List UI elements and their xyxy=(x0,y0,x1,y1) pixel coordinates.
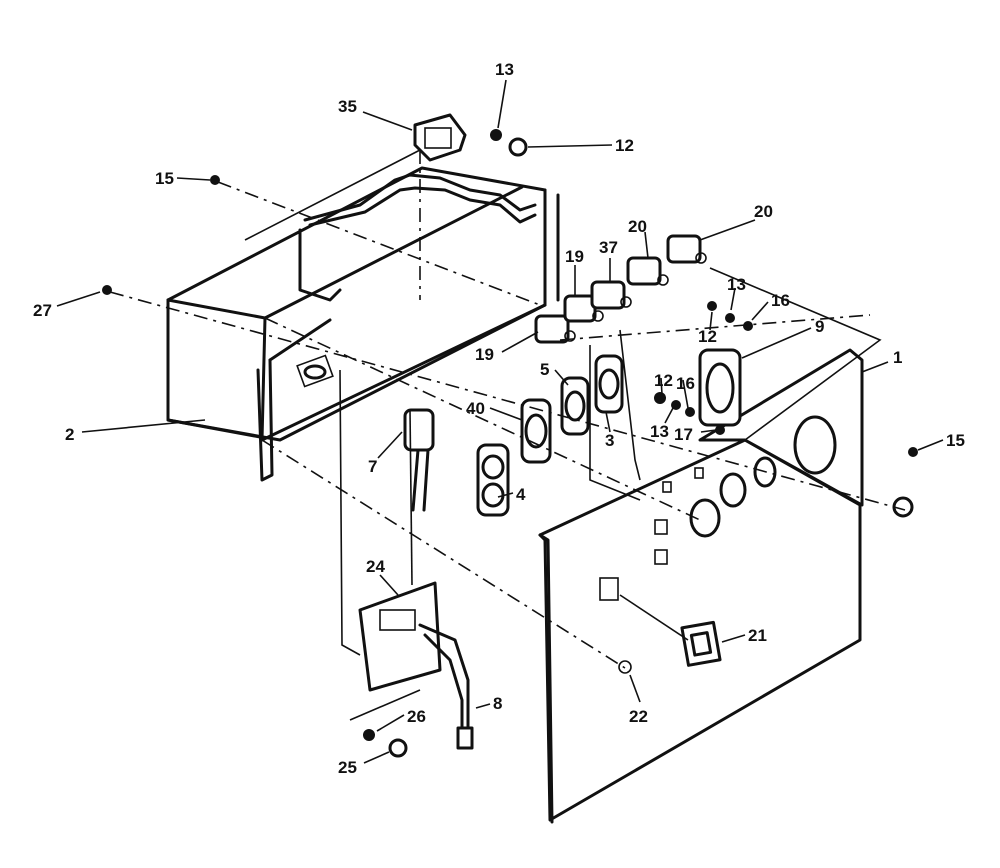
callout-19: 19 xyxy=(565,247,584,266)
callout-16: 16 xyxy=(771,291,790,310)
callout-17: 17 xyxy=(674,425,693,444)
callout-labels: 13 12 35 15 27 2 1 15 9 16 13 12 16 12 1… xyxy=(33,60,965,777)
leader-lines xyxy=(56,79,944,764)
cord-assembly xyxy=(358,408,474,750)
callout-15: 15 xyxy=(155,169,174,188)
receptacles xyxy=(476,348,742,517)
callout-13: 13 xyxy=(495,60,514,79)
hardware xyxy=(102,129,918,758)
part-35-module xyxy=(413,113,467,162)
callout-37: 37 xyxy=(599,238,618,257)
callout-12: 12 xyxy=(615,136,634,155)
callout-4: 4 xyxy=(516,485,526,504)
callout-19: 19 xyxy=(475,345,494,364)
callout-21: 21 xyxy=(748,626,767,645)
callout-26: 26 xyxy=(407,707,426,726)
callout-12: 12 xyxy=(698,327,717,346)
callout-3: 3 xyxy=(605,431,614,450)
callout-16: 16 xyxy=(676,374,695,393)
connectors xyxy=(534,234,707,344)
callout-2: 2 xyxy=(65,425,74,444)
callout-8: 8 xyxy=(493,694,502,713)
callout-15: 15 xyxy=(946,431,965,450)
callout-20: 20 xyxy=(754,202,773,221)
callout-12: 12 xyxy=(654,371,673,390)
callout-40: 40 xyxy=(466,399,485,418)
callout-7: 7 xyxy=(368,457,377,476)
callout-1: 1 xyxy=(893,348,902,367)
callout-22: 22 xyxy=(629,707,648,726)
callout-24: 24 xyxy=(366,557,385,576)
assembly-lines xyxy=(109,150,906,721)
callout-27: 27 xyxy=(33,301,52,320)
callout-13: 13 xyxy=(727,275,746,294)
callout-9: 9 xyxy=(815,317,824,336)
callout-25: 25 xyxy=(338,758,357,777)
callout-5: 5 xyxy=(540,360,549,379)
callout-35: 35 xyxy=(338,97,357,116)
callout-13: 13 xyxy=(650,422,669,441)
callout-20: 20 xyxy=(628,217,647,236)
housing-box xyxy=(166,149,560,482)
